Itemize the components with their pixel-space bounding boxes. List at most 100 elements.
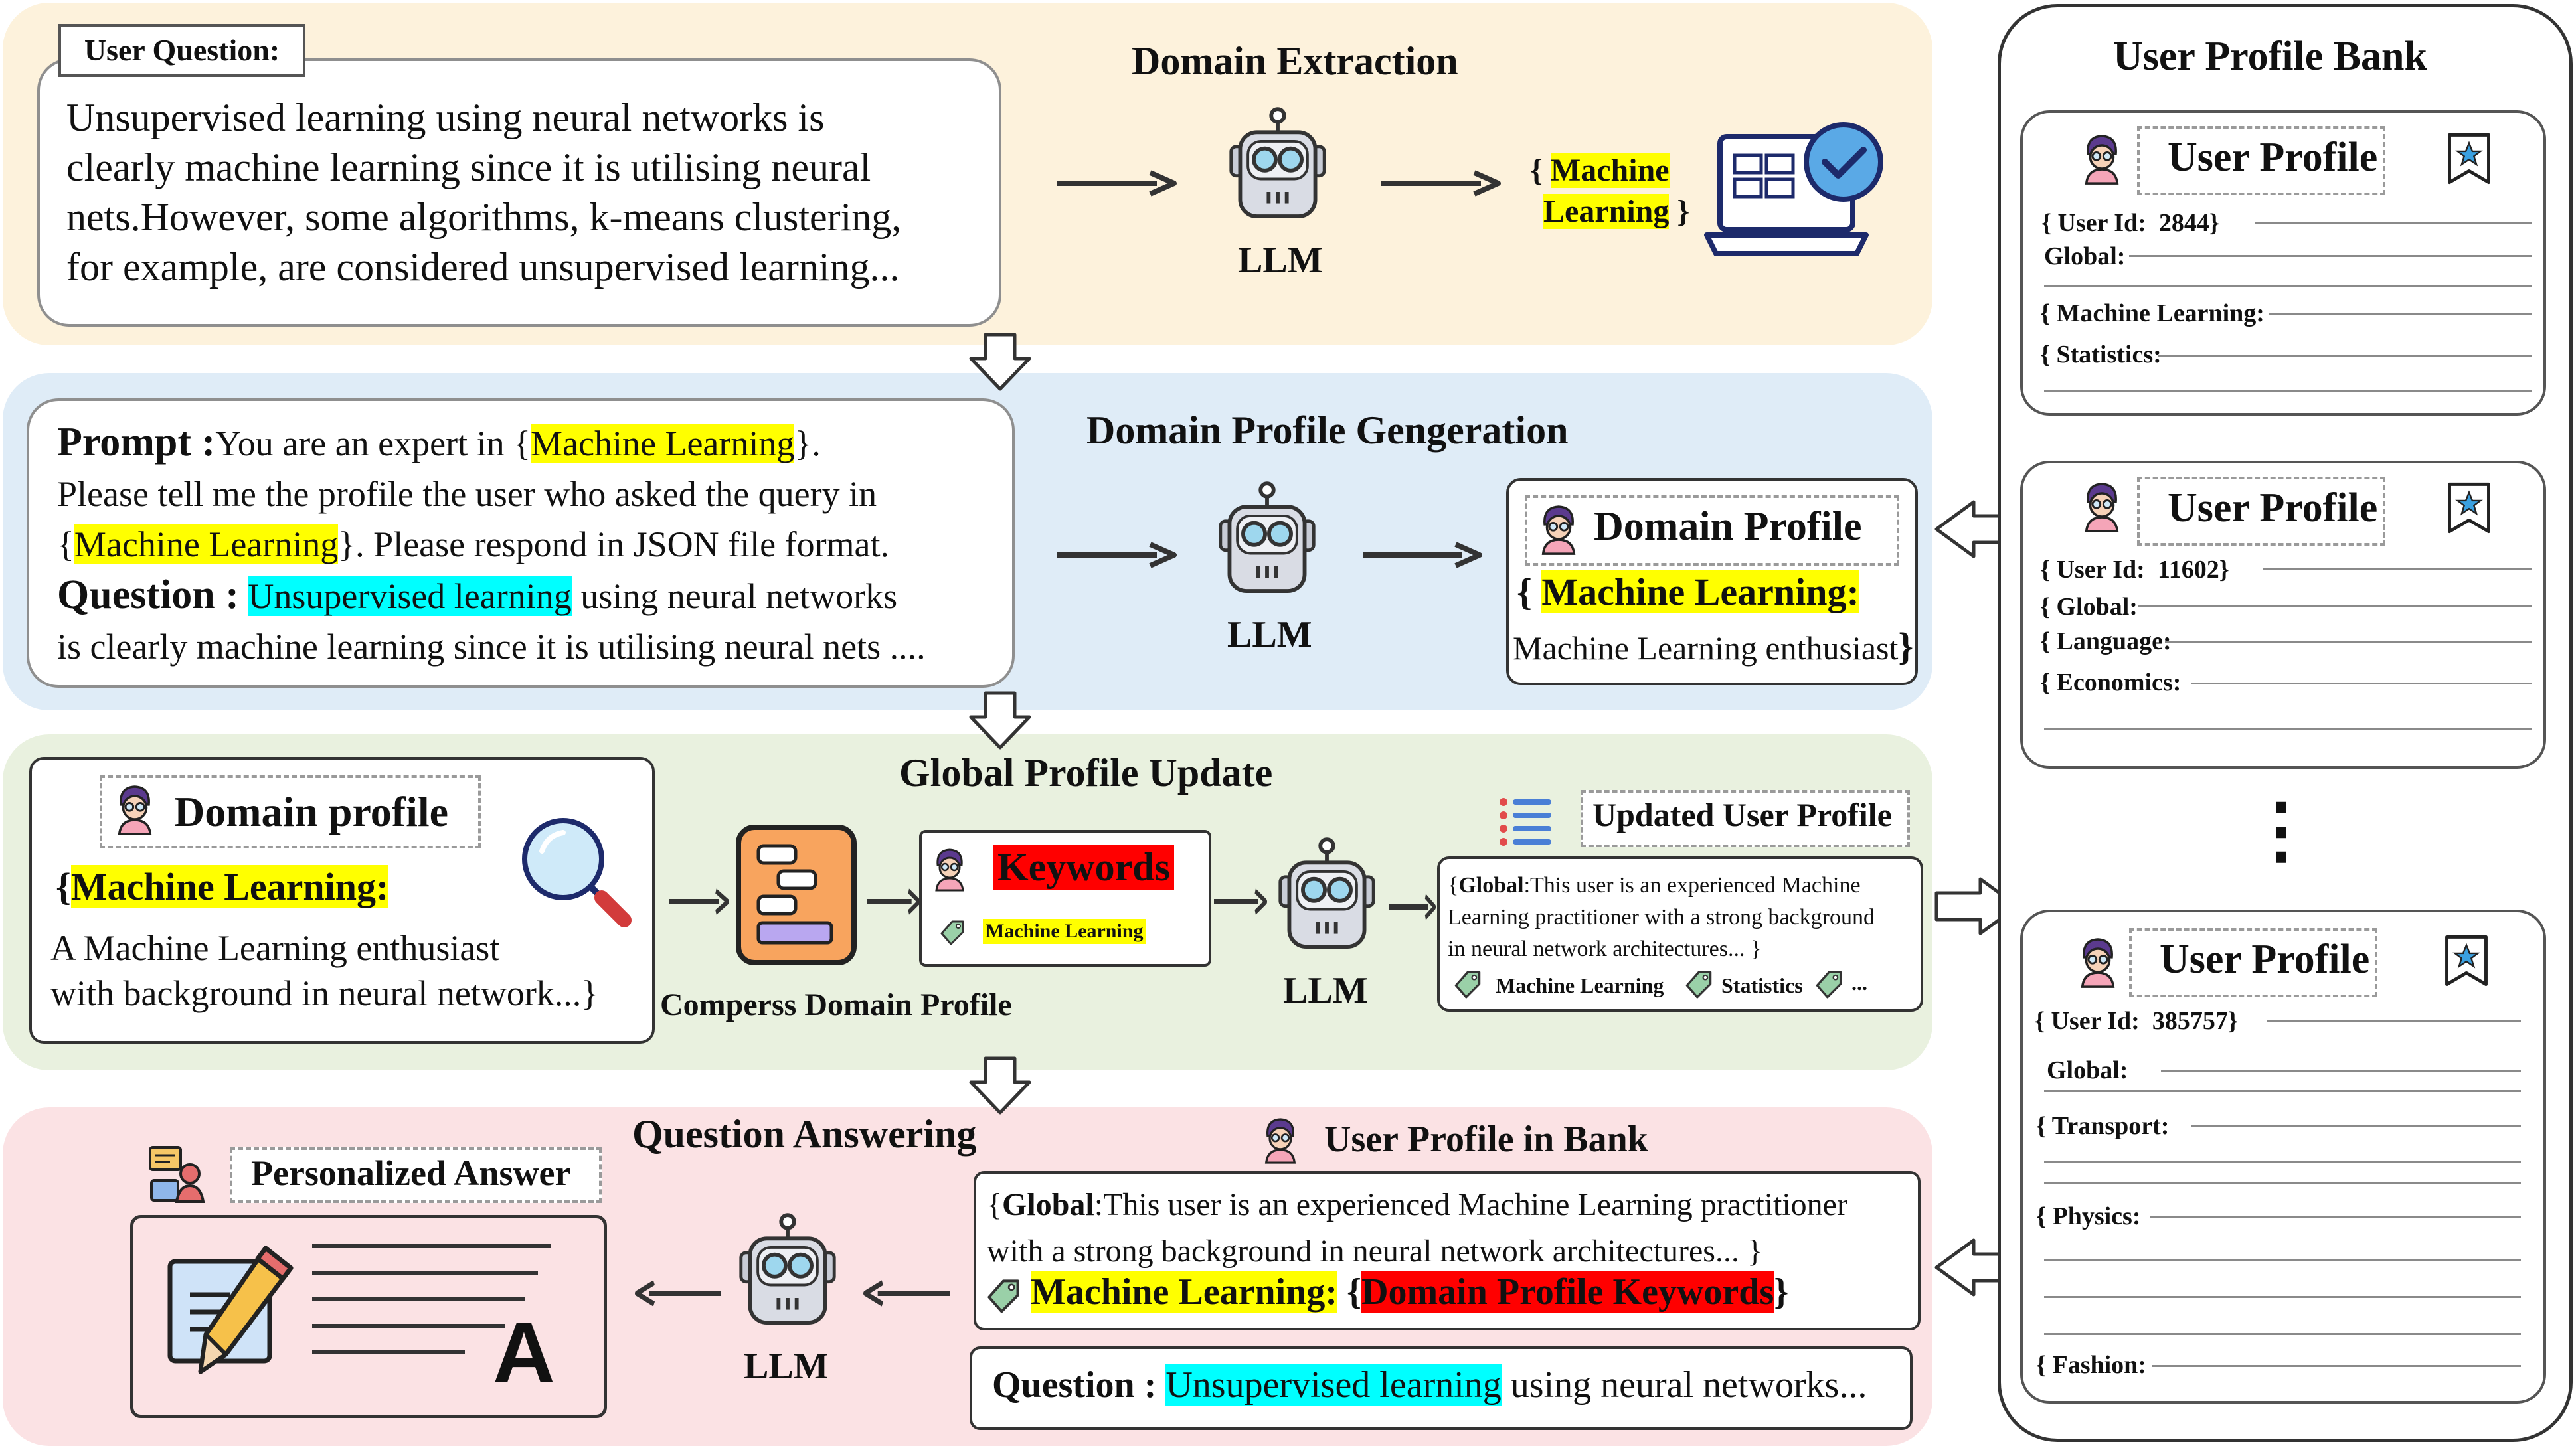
llm-label: LLM bbox=[1238, 240, 1323, 281]
arrow-right-icon bbox=[1381, 170, 1501, 197]
tag-icon bbox=[939, 919, 966, 945]
question-label: Question : bbox=[57, 572, 239, 617]
arrow-right-icon bbox=[1389, 894, 1436, 920]
user-profile-title-frame bbox=[2137, 477, 2385, 546]
profile-field: Global: bbox=[2047, 1056, 2128, 1084]
compress-icon bbox=[736, 825, 857, 965]
robot-icon bbox=[1275, 837, 1379, 956]
prompt-text: Prompt :You are an expert in {Machine Le… bbox=[57, 420, 926, 667]
question-answering-title: Question Answering bbox=[632, 1112, 977, 1156]
domain-result-line1: Machine bbox=[1550, 153, 1670, 188]
user-question-line: nets.However, some algorithms, k-means c… bbox=[66, 195, 902, 239]
updated-tag-1: Machine Learning bbox=[1496, 973, 1664, 997]
bank-profile-keywords: Machine Learning: {Domain Profile Keywor… bbox=[1031, 1271, 1789, 1313]
updated-user-profile-title: Updated User Profile bbox=[1592, 796, 1892, 833]
profile-field: { Global: bbox=[2040, 593, 2138, 621]
updated-tag-2: Statistics bbox=[1721, 973, 1803, 997]
profile-field: { Fashion: bbox=[2036, 1351, 2146, 1379]
user-profile-bank-title: User Profile Bank bbox=[2113, 34, 2428, 79]
domain-profile-generation-title: Domain Profile Gengeration bbox=[1086, 408, 1569, 452]
answer-lines bbox=[312, 1231, 551, 1354]
user-id: { User Id: 385757} bbox=[2035, 1007, 2238, 1035]
bank-profile-text: {Global:This user is an experienced Mach… bbox=[987, 1187, 1847, 1269]
profile-field: { Transport: bbox=[2036, 1112, 2170, 1140]
tag-icon bbox=[986, 1277, 1021, 1313]
user-avatar-icon bbox=[1259, 1115, 1302, 1166]
profile-field: Global: bbox=[2044, 242, 2126, 270]
user-profile-title: User Profile bbox=[2168, 485, 2378, 530]
keywords-label: Keywords bbox=[993, 845, 1174, 890]
bookmark-star-icon bbox=[2444, 479, 2494, 536]
compress-label: Comperss Domain Profile bbox=[660, 987, 1012, 1022]
domain-profile-box-text: A Machine Learning enthusiast with backg… bbox=[50, 928, 599, 1013]
user-question-box bbox=[37, 58, 1001, 327]
user-profile-in-bank-title: User Profile in Bank bbox=[1324, 1119, 1648, 1160]
personalized-answer-title: Personalized Answer bbox=[251, 1153, 571, 1193]
domain-profile-keywords: Domain Profile Keywords bbox=[1361, 1271, 1774, 1313]
robot-icon bbox=[1226, 106, 1330, 226]
domain-profile-key: { Machine Learning: bbox=[1517, 570, 1859, 613]
user-question-line: clearly machine learning since it is uti… bbox=[66, 145, 871, 189]
bookmark-star-icon bbox=[2441, 932, 2492, 989]
answer-letter: A bbox=[493, 1304, 555, 1401]
hollow-down-arrow-icon bbox=[967, 332, 1033, 392]
profile-field: { Machine Learning: bbox=[2040, 299, 2265, 327]
user-question-label: User Question: bbox=[58, 24, 305, 77]
bank-ellipsis: ⋮ bbox=[2245, 790, 2318, 871]
llm-label: LLM bbox=[1227, 614, 1312, 655]
arrow-right-icon bbox=[1057, 542, 1177, 568]
profile-field: { Physics: bbox=[2036, 1202, 2141, 1230]
arrow-right-icon bbox=[1363, 542, 1482, 568]
domain-extraction-title: Domain Extraction bbox=[1132, 39, 1458, 83]
list-icon bbox=[1500, 798, 1551, 846]
magnifier-icon bbox=[522, 818, 632, 927]
global-profile-update-title: Global Profile Update bbox=[899, 751, 1273, 795]
user-id: { User Id: 2844} bbox=[2041, 209, 2219, 237]
hollow-down-arrow-icon bbox=[967, 690, 1033, 750]
final-question-text: Question : Unsupervised learning using n… bbox=[992, 1364, 1867, 1406]
profile-field: { Economics: bbox=[2040, 669, 2182, 696]
arrow-right-icon bbox=[867, 888, 920, 915]
user-profile-title-frame bbox=[2129, 928, 2377, 997]
user-avatar-icon bbox=[1535, 502, 1582, 558]
domain-profile-box-title: Domain profile bbox=[174, 788, 449, 835]
domain-profile-title-frame bbox=[1525, 495, 1899, 566]
prompt-domain: Machine Learning bbox=[531, 424, 795, 463]
user-avatar-icon bbox=[2079, 131, 2125, 187]
llm-label: LLM bbox=[744, 1346, 829, 1387]
user-avatar-icon bbox=[930, 846, 970, 894]
user-question-text: Unsupervised learning using neural netwo… bbox=[66, 93, 1009, 292]
arrow-left-icon bbox=[635, 1280, 721, 1307]
user-avatar-icon bbox=[2075, 935, 2121, 991]
laptop-check-icon bbox=[1704, 122, 1883, 256]
arrow-left-icon bbox=[863, 1280, 950, 1307]
user-question-line: Unsupervised learning using neural netwo… bbox=[66, 96, 825, 139]
domain-profile-title: Domain Profile bbox=[1594, 504, 1862, 549]
user-profile-title: User Profile bbox=[2168, 135, 2378, 180]
prompt-domain: Machine Learning bbox=[74, 524, 339, 564]
prompt-label: Prompt : bbox=[57, 420, 216, 465]
updated-title-frame bbox=[1581, 790, 1910, 847]
robot-icon bbox=[736, 1212, 839, 1332]
domain-profile-value: Machine Learning enthusiast} bbox=[1513, 625, 1914, 668]
tag-icon bbox=[1814, 969, 1844, 999]
updated-tag-3: ... bbox=[1851, 971, 1867, 995]
user-id: { User Id: 11602} bbox=[2040, 556, 2229, 584]
domain-profile-box-key: {Machine Learning: bbox=[56, 865, 389, 908]
updated-profile-text: {Global:This user is an experienced Mach… bbox=[1448, 873, 1875, 961]
keywords-tag: Machine Learning bbox=[983, 919, 1146, 944]
domain-result: { Machine Learning } bbox=[1530, 153, 1690, 229]
hollow-down-arrow-icon bbox=[967, 1056, 1033, 1115]
user-question-line: for example, are considered unsupervised… bbox=[66, 245, 900, 289]
domain-profile-title-frame bbox=[100, 775, 481, 848]
bookmark-star-icon bbox=[2444, 130, 2494, 187]
tag-icon bbox=[1684, 969, 1713, 999]
tag-icon bbox=[1453, 969, 1482, 999]
profile-field: { Language: bbox=[2040, 627, 2172, 655]
answer-person-icon bbox=[149, 1146, 205, 1203]
personalized-answer-frame bbox=[230, 1147, 602, 1203]
user-avatar-icon bbox=[112, 782, 158, 838]
arrow-right-icon bbox=[1057, 170, 1177, 197]
arrow-right-icon bbox=[1214, 888, 1267, 915]
user-profile-title-frame bbox=[2137, 126, 2385, 195]
